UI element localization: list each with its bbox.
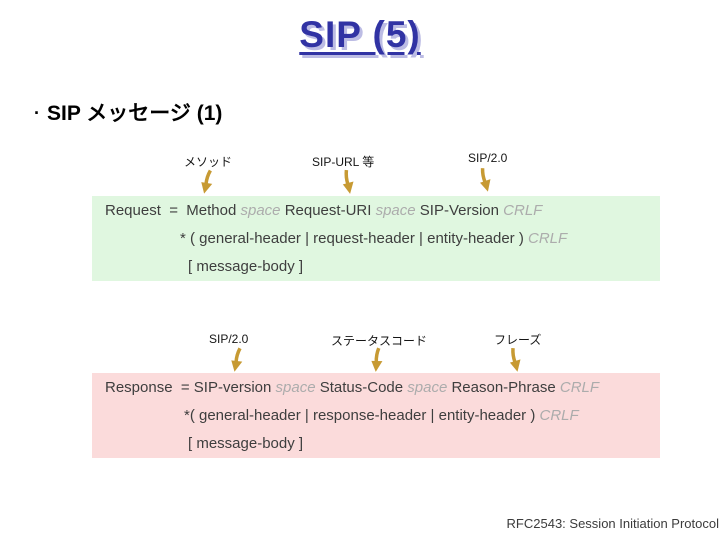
- callout-arrow-icon: [505, 346, 524, 374]
- response-line3-body: [ message-body ]: [188, 435, 304, 452]
- crlf-token: CRLF: [559, 379, 600, 396]
- callout-arrow-icon: [369, 346, 386, 373]
- request-label-sip-version: SIP/2.0: [468, 151, 508, 165]
- bullet-heading: · SIP メッセージ (1): [27, 97, 222, 127]
- callout-arrow-icon: [339, 168, 357, 196]
- bullet-marker-icon: ·: [34, 103, 40, 123]
- response-line-2: *( general-header | response-header | en…: [184, 401, 660, 429]
- response-line2-body: *( general-header | response-header | en…: [184, 407, 540, 424]
- response-line1-reason: Reason-Phrase: [447, 379, 560, 396]
- request-line-1: Request = Method space Request-URI space…: [105, 196, 660, 224]
- callout-arrow-icon: [475, 166, 495, 195]
- response-label-phrase: フレーズ: [494, 333, 542, 347]
- crlf-token: CRLF: [503, 202, 543, 219]
- crlf-token: CRLF: [528, 230, 568, 247]
- footer-reference: RFC2543: Session Initiation Protocol: [506, 516, 719, 531]
- request-line-3: [ message-body ]: [188, 252, 660, 280]
- request-syntax-box: Request = Method space Request-URI space…: [92, 196, 660, 281]
- response-line1-head: Response = SIP-version: [105, 379, 276, 396]
- request-label-sip-url: SIP-URL 等: [312, 155, 375, 169]
- bullet-text: SIP メッセージ (1): [47, 102, 223, 125]
- response-line-3: [ message-body ]: [188, 429, 660, 457]
- response-label-sip-version: SIP/2.0: [209, 332, 249, 346]
- response-syntax-box: Response = SIP-version space Status-Code…: [92, 373, 660, 458]
- request-line1-uri: Request-URI: [280, 202, 376, 219]
- callout-arrow-icon: [197, 168, 217, 197]
- crlf-token: CRLF: [539, 407, 579, 424]
- request-line3-body: [ message-body ]: [188, 258, 304, 275]
- response-line1-status: Status-Code: [315, 379, 408, 396]
- slide-title: SIP (5): [299, 14, 421, 55]
- request-line2-body: * ( general-header | request-header | en…: [180, 230, 528, 247]
- response-label-status-code: ステータスコード: [331, 334, 428, 348]
- callout-arrow-icon: [227, 346, 246, 374]
- space-token: space: [375, 202, 416, 219]
- title-container: SIP (5): [0, 14, 720, 56]
- space-token: space: [407, 379, 448, 396]
- request-label-method: メソッド: [184, 155, 233, 169]
- request-line1-head: Request = Method: [105, 202, 241, 219]
- space-token: space: [275, 379, 316, 396]
- request-line-2: * ( general-header | request-header | en…: [180, 224, 660, 252]
- request-line1-version: SIP-Version: [415, 202, 504, 219]
- space-token: space: [240, 202, 281, 219]
- response-line-1: Response = SIP-version space Status-Code…: [105, 373, 660, 401]
